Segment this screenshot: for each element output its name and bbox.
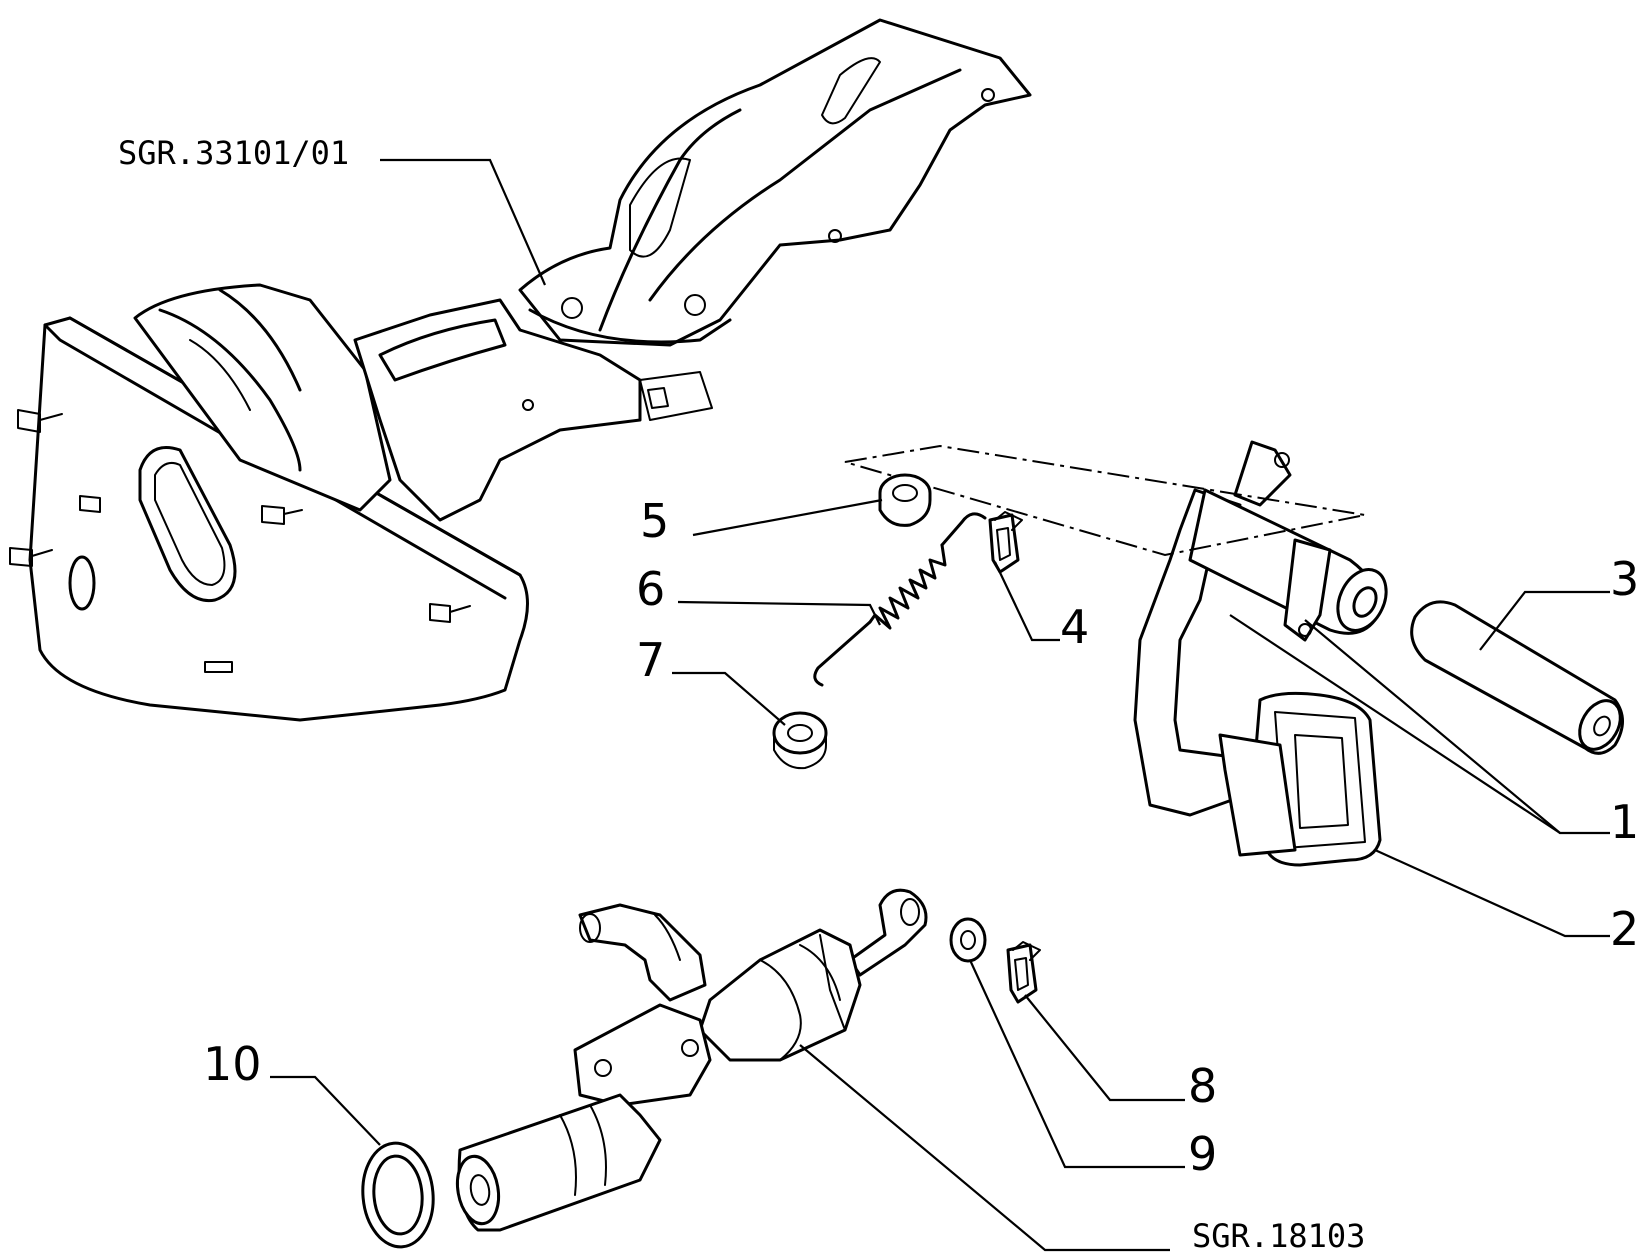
master-cylinder xyxy=(455,888,928,1232)
ref-pedal-box: SGR.33101/01 xyxy=(118,134,349,172)
callout-8: 8 xyxy=(1188,1059,1217,1113)
seal-ring-part-10 xyxy=(361,1141,435,1249)
clutch-pedal xyxy=(1133,440,1624,867)
callout-3: 3 xyxy=(1610,552,1639,606)
callout-10: 10 xyxy=(203,1037,262,1091)
leader-lines xyxy=(270,158,1610,1252)
spring-part-6 xyxy=(813,512,987,687)
callout-5: 5 xyxy=(640,494,669,548)
ref-master-cylinder: SGR.18103 xyxy=(1192,1217,1365,1255)
alignment-lines xyxy=(844,444,1366,557)
bush-part-5 xyxy=(878,473,932,527)
clip-part-8 xyxy=(1006,941,1041,1004)
callout-6: 6 xyxy=(636,562,665,616)
clip-part-4 xyxy=(988,511,1023,574)
callout-2: 2 xyxy=(1610,902,1639,956)
labels: SGR.33101/01 SGR.18103 1 2 3 4 5 6 7 8 9… xyxy=(118,134,1639,1255)
pedal-support-bracket xyxy=(9,18,1032,722)
callout-9: 9 xyxy=(1188,1127,1217,1181)
callout-4: 4 xyxy=(1060,600,1089,654)
washer-part-7 xyxy=(772,711,828,770)
callout-7: 7 xyxy=(636,633,665,687)
callout-1: 1 xyxy=(1610,795,1639,849)
washer-part-9 xyxy=(949,917,987,963)
